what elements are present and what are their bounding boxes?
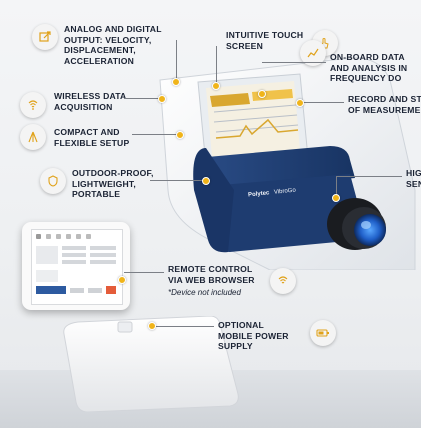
wifi-icon	[270, 268, 296, 294]
leader-line-wireless	[124, 98, 160, 99]
marker-analog	[172, 78, 180, 86]
tablet-screen	[31, 229, 123, 305]
touch-screen-text: INTUITIVE TOUCH SCREEN	[226, 30, 304, 51]
leader-line-record	[300, 102, 344, 103]
leader-line-high-down	[336, 176, 337, 196]
marker-onboard	[258, 90, 266, 98]
marker-record	[296, 99, 304, 107]
feature-analog-output: ANALOG AND DIGITAL OUTPUT: VELOCITY, DIS…	[32, 24, 174, 66]
marker-wireless	[158, 95, 166, 103]
chart-icon	[300, 40, 326, 66]
marker-power	[148, 322, 156, 330]
wireless-text: WIRELESS DATA ACQUISITION	[54, 91, 127, 112]
remote-control-text: REMOTE CONTROL VIA WEB BROWSER	[168, 264, 255, 285]
feature-compact-setup: COMPACT AND FLEXIBLE SETUP	[20, 124, 132, 150]
marker-high	[332, 194, 340, 202]
leader-line-onboard	[262, 62, 326, 63]
analog-output-text: ANALOG AND DIGITAL OUTPUT: VELOCITY, DIS…	[64, 24, 162, 66]
leader-line-analog	[176, 40, 177, 80]
marker-compact	[176, 131, 184, 139]
marker-outdoor	[202, 177, 210, 185]
leader-line-high	[336, 176, 402, 177]
feature-remote-control: REMOTE CONTROL VIA WEB BROWSER *Device n…	[168, 264, 296, 297]
feature-outdoor-proof: OUTDOOR-PROOF, LIGHTWEIGHT, PORTABLE	[40, 168, 162, 200]
high-sensitivity-text: HIG SEN	[406, 168, 421, 189]
power-supply-text: OPTIONAL MOBILE POWER SUPPLY	[218, 320, 289, 351]
leader-line-remote	[124, 272, 164, 273]
marker-remote	[118, 276, 126, 284]
tripod-icon	[20, 124, 46, 150]
leader-line-compact	[132, 134, 178, 135]
vibrometer-device: Polytec VibroGo	[150, 40, 421, 270]
feature-high-sensitivity: HIG SEN	[406, 168, 421, 189]
marker-touch	[212, 82, 220, 90]
power-supply-pack	[60, 316, 240, 412]
tablet-device	[22, 222, 130, 310]
feature-onboard-analysis: ON-BOARD DATA AND ANALYSIS IN FREQUENCY …	[300, 40, 421, 84]
wireless-icon	[20, 92, 46, 118]
shield-icon	[40, 168, 66, 194]
outdoor-proof-text: OUTDOOR-PROOF, LIGHTWEIGHT, PORTABLE	[72, 168, 154, 199]
record-store-text: RECORD AND ST OF MEASUREME	[348, 94, 421, 115]
feature-power-supply: OPTIONAL MOBILE POWER SUPPLY	[218, 320, 336, 352]
feature-wireless: WIRELESS DATA ACQUISITION	[20, 91, 138, 118]
leader-line-outdoor	[150, 180, 204, 181]
feature-record-store: RECORD AND ST OF MEASUREME	[348, 94, 421, 115]
compact-setup-text: COMPACT AND FLEXIBLE SETUP	[54, 127, 130, 148]
leader-line-power	[156, 326, 214, 327]
remote-control-note: *Device not included	[168, 288, 241, 297]
analog-output-icon	[32, 24, 58, 50]
leader-line-touch	[216, 46, 217, 82]
onboard-analysis-text: ON-BOARD DATA AND ANALYSIS IN FREQUENCY …	[330, 52, 408, 83]
battery-icon	[310, 320, 336, 346]
